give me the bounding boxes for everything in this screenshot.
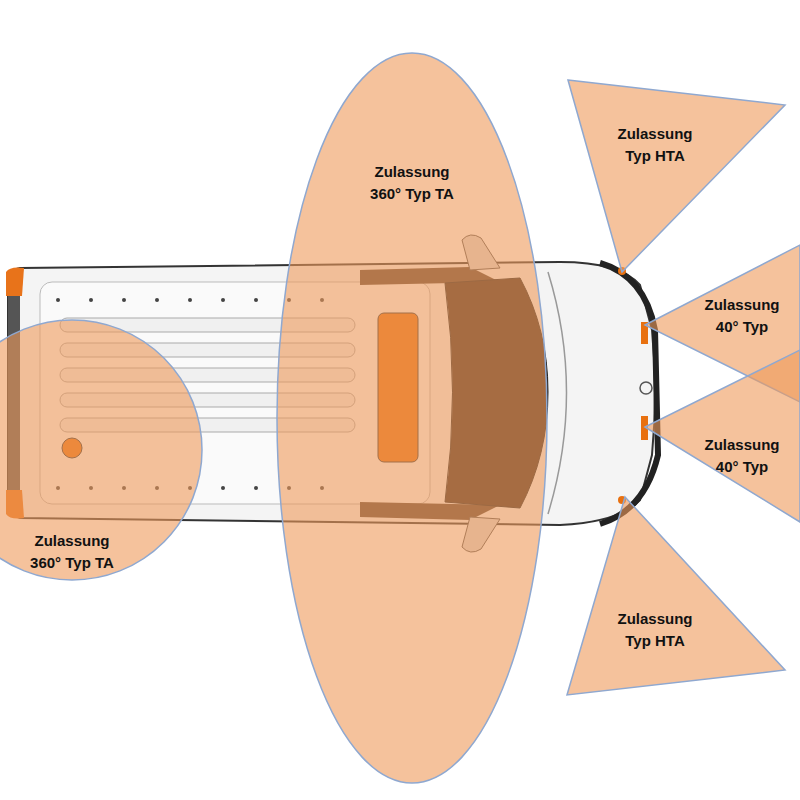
- rail-dot: [122, 298, 126, 302]
- coverage-zone: Zulassung 360° Typ TA: [277, 53, 547, 783]
- rail-dot: [155, 298, 159, 302]
- zone-label: Zulassung 40° Typ: [698, 434, 786, 478]
- rail-dot: [89, 298, 93, 302]
- coverage-zone: Zulassung Typ HTA: [568, 80, 785, 272]
- hood-line: [548, 272, 567, 514]
- zone-outline: [567, 497, 785, 695]
- zone-label: Zulassung Typ HTA: [610, 123, 700, 167]
- coverage-zone: Zulassung Typ HTA: [567, 497, 785, 695]
- zone-outline: [568, 80, 785, 272]
- rail-dot: [188, 298, 192, 302]
- zone-outline: [645, 350, 800, 522]
- zone-outline: [277, 53, 547, 783]
- front-bumper: [600, 263, 658, 524]
- logo: [640, 382, 652, 394]
- zone-label: Zulassung Typ HTA: [610, 608, 700, 652]
- rail-dot: [254, 486, 258, 490]
- coverage-zone: Zulassung 360° Typ TA: [0, 320, 202, 580]
- zone-shape: [645, 350, 800, 522]
- zone-label: Zulassung 360° Typ TA: [22, 530, 122, 574]
- coverage-zone: Zulassung 40° Typ: [645, 350, 800, 522]
- zone-shape: [277, 53, 547, 783]
- zone-label: Zulassung 40° Typ: [698, 294, 786, 338]
- zone-shape: [567, 497, 785, 695]
- rail-dot: [221, 486, 225, 490]
- zone-label: Zulassung 360° Typ TA: [362, 161, 462, 205]
- rear-light: [6, 268, 24, 297]
- rail-dot: [254, 298, 258, 302]
- zone-outline: [0, 320, 202, 580]
- zone-shape: [568, 80, 785, 272]
- rail-dot: [56, 298, 60, 302]
- rail-dot: [221, 298, 225, 302]
